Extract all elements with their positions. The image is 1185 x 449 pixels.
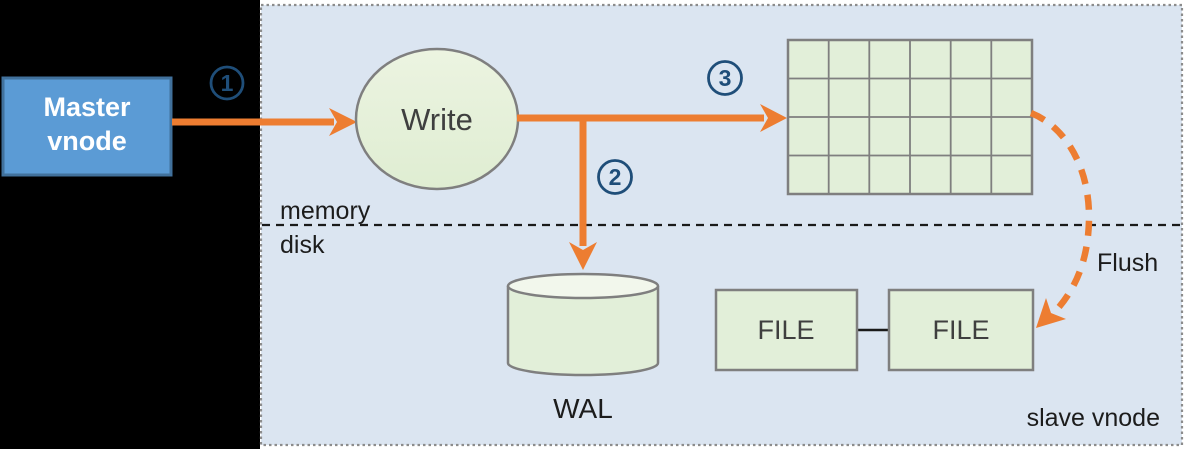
arrow-step2-head	[569, 242, 597, 270]
memtable-grid-lines	[788, 40, 1032, 194]
wal-cylinder	[506, 272, 660, 377]
wal-cylinder-top	[506, 272, 660, 300]
file-label-2: FILE	[932, 315, 989, 345]
file-box-2	[887, 288, 1035, 372]
wal-cylinder-body	[506, 286, 660, 377]
file-box-1	[714, 288, 859, 372]
step2-badge-circle	[597, 159, 633, 195]
step3-badge-circle	[707, 60, 743, 96]
step1-badge: 1	[209, 65, 245, 101]
arrow-step1-head	[329, 108, 357, 136]
step1-badge-number: 1	[221, 70, 234, 96]
master-vnode-label-line1: Master	[43, 92, 131, 122]
file-label-1: FILE	[757, 315, 814, 345]
flush-label: Flush	[1097, 249, 1158, 277]
master-vnode-label-line2: vnode	[47, 126, 127, 156]
write-node-label: Write	[401, 102, 473, 137]
step3-badge-number: 3	[719, 65, 732, 91]
wal-label: WAL	[553, 393, 613, 424]
step2-badge-number: 2	[609, 164, 622, 190]
flush-dashed-arrow	[1029, 109, 1093, 325]
disk-label: disk	[280, 231, 325, 259]
master-vnode-box	[1, 76, 173, 177]
arrow-step3-head	[760, 104, 787, 132]
page-left-background	[0, 0, 260, 449]
memtable-grid	[786, 38, 1034, 196]
slave-vnode-label: slave vnode	[1027, 404, 1160, 432]
flush-arrow-head	[1036, 298, 1066, 328]
step2-badge: 2	[597, 159, 633, 195]
memory-label: memory	[280, 197, 371, 225]
step1-badge-circle	[209, 65, 245, 101]
step3-badge: 3	[707, 60, 743, 96]
